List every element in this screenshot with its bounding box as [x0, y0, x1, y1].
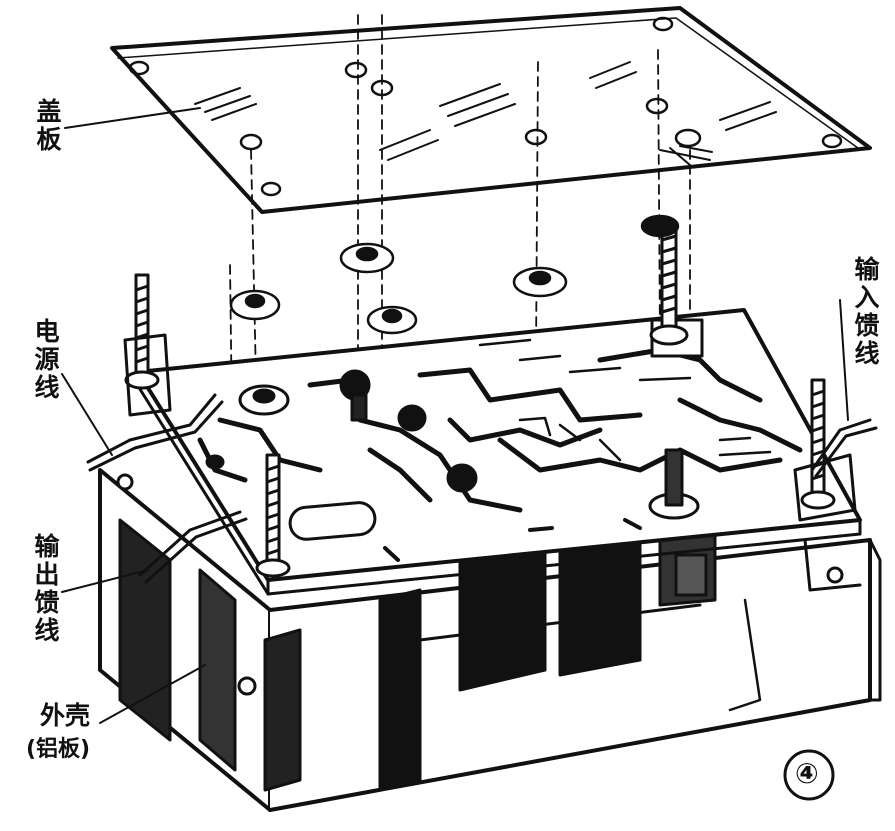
cover-plate: [110, 6, 872, 214]
shell-case: [98, 468, 882, 812]
label-input-feeder: 输 入 馈 线: [854, 255, 880, 368]
label-shell-material: (铝板): [26, 737, 91, 762]
output-wire: [138, 510, 248, 584]
input-wire: [810, 418, 878, 478]
exploded-components: [229, 214, 680, 335]
circuit-board: [136, 308, 862, 597]
figure-number-circle: [783, 749, 835, 801]
leader-lines: [61, 107, 849, 724]
label-shell: 外壳: [40, 701, 91, 730]
figure-number: ④: [795, 757, 819, 790]
label-power-line: 电 源 线: [34, 317, 60, 402]
label-cover-plate: 盖 板: [36, 97, 62, 154]
label-output-feeder: 输 出 馈 线: [34, 532, 60, 645]
